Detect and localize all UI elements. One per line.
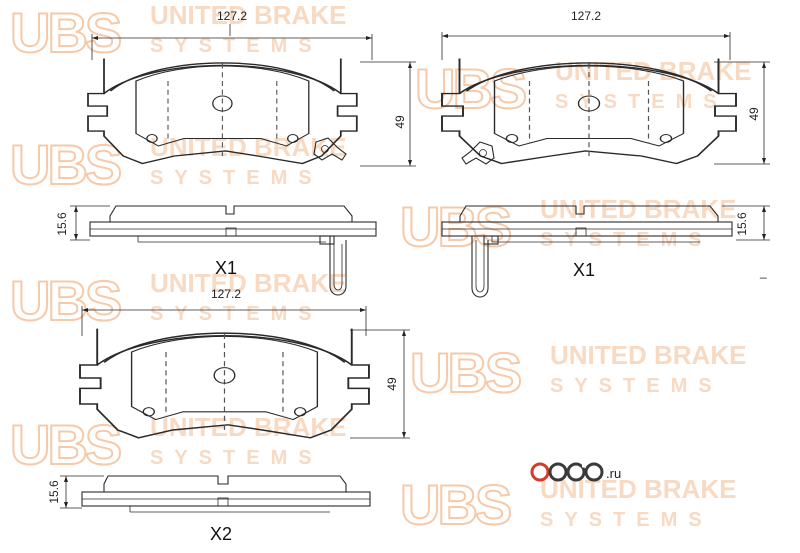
watermark-logo: UBS xyxy=(10,1,121,64)
watermark-line2: SYSTEMS xyxy=(150,303,323,325)
watermark-line1: UNITED BRAKE xyxy=(550,340,746,370)
watermark-logo: UBS xyxy=(10,413,121,476)
watermark-line1: UNITED BRAKE xyxy=(540,194,736,224)
pad-front-view-right: 127.2 49 xyxy=(441,9,770,165)
pad-front-view-left: 127.2 49 xyxy=(87,9,416,167)
height-dimension: 49 xyxy=(393,115,407,129)
quantity-label: X1 xyxy=(573,260,595,280)
watermark-logo: UBS xyxy=(10,133,121,196)
width-dimension: 127.2 xyxy=(211,287,241,301)
watermark-logo: UBS xyxy=(410,341,521,404)
height-dimension: 49 xyxy=(747,107,761,121)
watermark-logo: UBS xyxy=(400,473,511,536)
watermark-line1: UNITED BRAKE xyxy=(150,132,346,162)
pad-side-view-left: 15.6 X1 xyxy=(55,205,377,296)
width-dimension: 127.2 xyxy=(571,9,601,23)
watermark-line2: SYSTEMS xyxy=(150,35,323,57)
width-dimension: 127.2 xyxy=(217,9,247,23)
watermark-line2: SYSTEMS xyxy=(555,91,728,113)
thickness-dimension: 15.6 xyxy=(55,212,69,236)
watermark-line1: UNITED BRAKE xyxy=(150,412,346,442)
watermark-group: UBS UNITED BRAKE SYSTEMS UBS UNITED BRAK… xyxy=(9,0,751,537)
watermark-line2: SYSTEMS xyxy=(540,229,713,251)
watermark-line2: SYSTEMS xyxy=(150,167,323,189)
mark: _ xyxy=(759,265,767,279)
watermark-logo: UBS xyxy=(10,269,121,332)
pad-side-view-right: 15.6 X1 _ xyxy=(441,205,770,298)
logo-mark-icon xyxy=(530,462,604,482)
site-logo: .ru xyxy=(530,462,621,482)
quantity-label: X2 xyxy=(210,524,232,544)
watermark-line2: SYSTEMS xyxy=(540,509,713,531)
watermark-line1: UNITED BRAKE xyxy=(150,268,346,298)
pad-front-view-bottom: 127.2 49 xyxy=(79,287,410,439)
quantity-label: X1 xyxy=(215,258,237,278)
watermark-logo: UBS xyxy=(400,195,511,258)
thickness-dimension: 15.6 xyxy=(735,212,749,236)
site-logo-tld: .ru xyxy=(606,466,621,481)
thickness-dimension: 15.6 xyxy=(47,480,61,504)
height-dimension: 49 xyxy=(385,377,399,391)
watermark-line2: SYSTEMS xyxy=(150,447,323,469)
watermark-line1: UNITED BRAKE xyxy=(150,0,346,30)
watermark-line2: SYSTEMS xyxy=(550,375,723,397)
watermark-logo: UBS xyxy=(415,57,526,120)
pad-side-view-bottom: 15.6 X2 xyxy=(47,475,371,544)
